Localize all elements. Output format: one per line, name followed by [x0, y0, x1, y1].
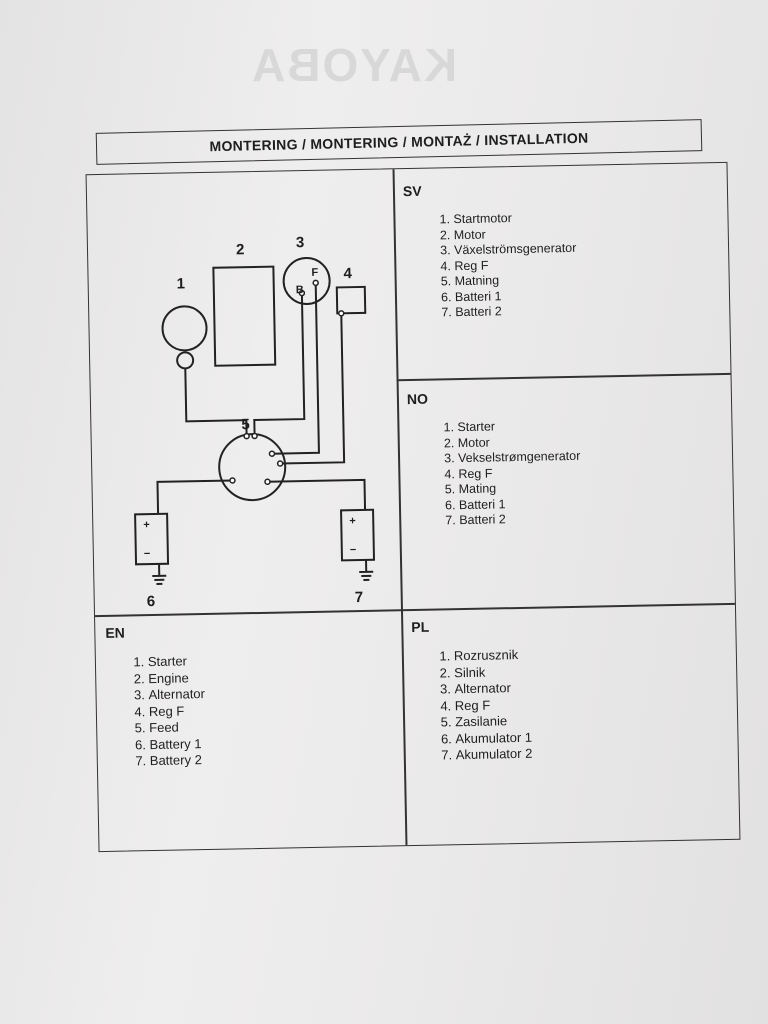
list-item: Batteri 2 [455, 303, 578, 321]
list-item: Engine [148, 670, 205, 688]
alternator-shape [282, 257, 331, 306]
section-sv: SV Startmotor Motor Växelströmsgenerator… [403, 180, 578, 322]
section-title-en: EN [105, 624, 125, 641]
header-box: MONTERING / MONTERING / MONTAŻ / INSTALL… [95, 119, 703, 165]
wire-battery-2 [267, 478, 367, 510]
section-no: NO Starter Motor Vekselstrømgenerator Re… [407, 388, 582, 530]
terminal-f-label: F [311, 267, 318, 279]
watermark-text: KAYOBA [250, 39, 458, 91]
list-item: Battery 2 [150, 752, 207, 770]
section-title-sv: SV [402, 182, 422, 200]
list-item: Reg F [149, 703, 206, 721]
page-title: MONTERING / MONTERING / MONTAŻ / INSTALL… [209, 129, 589, 155]
list-no: Starter Motor Vekselstrømgenerator Reg F… [407, 418, 581, 530]
list-item: Silnik [454, 663, 531, 681]
ground-2 [359, 559, 374, 581]
list-en: Starter Engine Alternator Reg F Feed Bat… [106, 653, 207, 770]
wire-battery-1 [156, 479, 233, 514]
list-item: Alternator [148, 686, 205, 704]
ground-1 [152, 563, 167, 585]
divider-horizontal-right [396, 372, 731, 381]
battery-2-plus: + [349, 515, 356, 527]
section-en: EN Starter Engine Alternator Reg F Feed … [105, 623, 206, 770]
list-item: Växelströmsgenerator [454, 241, 577, 259]
list-item: Zasilanie [455, 713, 532, 731]
label-6: 6 [147, 593, 156, 610]
battery-switch-shape [218, 433, 287, 502]
battery-2-shape [340, 508, 376, 562]
content-grid: 1 2 3 4 5 6 7 B F + − + − SV Startmotor … [85, 161, 741, 853]
list-item: Battery 1 [149, 736, 206, 754]
section-pl: PL Rozrusznik Silnik Alternator Reg F Za… [411, 617, 532, 765]
section-title-pl: PL [411, 618, 430, 636]
battery-1-plus: + [143, 519, 150, 531]
list-item: Feed [149, 719, 206, 737]
label-3: 3 [296, 234, 305, 251]
battery-1-shape [134, 512, 170, 566]
terminal-b-label: B [296, 284, 304, 296]
list-sv: Startmotor Motor Växelströmsgenerator Re… [403, 210, 577, 322]
label-1: 1 [177, 275, 186, 292]
list-item: Batteri 2 [459, 511, 582, 529]
label-5: 5 [241, 416, 250, 433]
list-item: Rozrusznik [454, 647, 531, 665]
engine-shape [212, 265, 277, 367]
battery-2-minus: − [350, 544, 357, 556]
wire-starter [184, 368, 248, 437]
section-title-no: NO [406, 390, 429, 408]
battery-1-minus: − [144, 548, 151, 560]
wire-alternator-f [271, 282, 320, 455]
label-4: 4 [343, 265, 352, 282]
list-item: Akumulator 2 [456, 746, 533, 764]
wiring-diagram-svg: 1 2 3 4 5 6 7 B F + − + − [134, 234, 376, 610]
starter-motor-shape [161, 305, 208, 352]
list-item: Akumulator 1 [455, 729, 532, 747]
wiring-diagram: 1 2 3 4 5 6 7 B F + − + − [108, 229, 395, 614]
wire-alternator-b [253, 293, 306, 437]
wire-regulator [280, 313, 346, 465]
list-pl: Rozrusznik Silnik Alternator Reg F Zasil… [412, 647, 533, 765]
list-item: Alternator [454, 680, 531, 698]
list-item: Vekselstrømgenerator [458, 449, 581, 467]
starter-solenoid-shape [176, 351, 195, 370]
regulator-shape [335, 285, 367, 315]
list-item: Reg F [455, 696, 532, 714]
label-7: 7 [355, 589, 364, 606]
label-2: 2 [236, 241, 245, 258]
list-item: Starter [148, 653, 205, 671]
